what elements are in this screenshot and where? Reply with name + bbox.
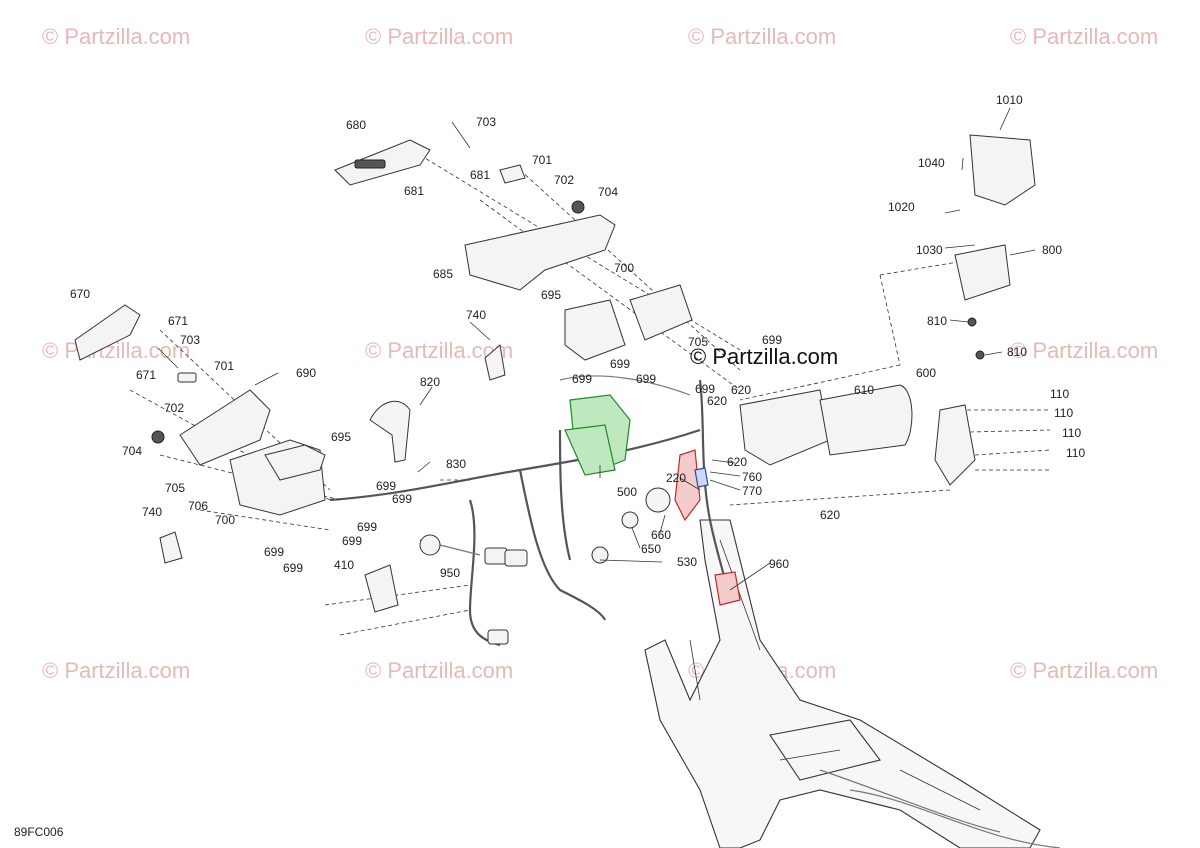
callout-699: 699 bbox=[357, 520, 377, 534]
callout-770: 770 bbox=[742, 484, 762, 498]
callout-681: 681 bbox=[470, 168, 490, 182]
callout-660: 660 bbox=[651, 528, 671, 542]
callout-1030: 1030 bbox=[916, 243, 943, 257]
callout-701: 701 bbox=[532, 153, 552, 167]
callout-1010: 1010 bbox=[996, 93, 1023, 107]
callout-699: 699 bbox=[264, 545, 284, 559]
callout-671: 671 bbox=[136, 368, 156, 382]
callout-600: 600 bbox=[916, 366, 936, 380]
callout-110: 110 bbox=[1054, 406, 1073, 420]
callout-685: 685 bbox=[433, 267, 453, 281]
callout-650: 650 bbox=[641, 542, 661, 556]
callout-705: 705 bbox=[165, 481, 185, 495]
callout-530: 530 bbox=[677, 555, 697, 569]
watermark: © Partzilla.com bbox=[1010, 658, 1158, 683]
diagram-code: 89FC006 bbox=[14, 825, 64, 839]
callout-699: 699 bbox=[762, 333, 782, 347]
callout-820: 820 bbox=[420, 375, 440, 389]
callout-110: 110 bbox=[1050, 387, 1069, 401]
callout-800: 800 bbox=[1042, 243, 1062, 257]
callout-740: 740 bbox=[142, 505, 162, 519]
callout-620: 620 bbox=[731, 383, 751, 397]
callout-704: 704 bbox=[122, 444, 142, 458]
callout-220: 220 bbox=[666, 471, 686, 485]
callout-690: 690 bbox=[296, 366, 316, 380]
watermark: © Partzilla.com bbox=[1010, 24, 1158, 49]
callout-695: 695 bbox=[541, 288, 561, 302]
callout-699: 699 bbox=[636, 372, 656, 386]
callout-960: 960 bbox=[769, 557, 789, 571]
center-watermark: © Partzilla.com bbox=[690, 344, 838, 369]
callout-810: 810 bbox=[927, 314, 947, 328]
callout-110: 110 bbox=[1066, 446, 1085, 460]
callout-110: 110 bbox=[1062, 426, 1081, 440]
callout-labels: 1010 1040 1020 1030 800 810 810 680 681 … bbox=[70, 93, 1085, 580]
callout-950: 950 bbox=[440, 566, 460, 580]
vehicle-frame bbox=[644, 519, 1061, 848]
callout-671: 671 bbox=[168, 314, 188, 328]
callout-699: 699 bbox=[376, 479, 396, 493]
callout-670: 670 bbox=[70, 287, 90, 301]
watermark: © Partzilla.com bbox=[365, 658, 513, 683]
callout-704: 704 bbox=[598, 185, 618, 199]
highlighted-parts bbox=[564, 394, 741, 606]
callout-699: 699 bbox=[695, 382, 715, 396]
callout-740: 740 bbox=[466, 308, 486, 322]
callout-695: 695 bbox=[331, 430, 351, 444]
callout-703: 703 bbox=[180, 333, 200, 347]
callout-703: 703 bbox=[476, 115, 496, 129]
callout-700: 700 bbox=[614, 261, 634, 275]
callout-leaders bbox=[254, 107, 1036, 591]
callout-810: 810 bbox=[1007, 345, 1027, 359]
callout-620: 620 bbox=[707, 394, 727, 408]
callout-699: 699 bbox=[342, 534, 362, 548]
callout-1040: 1040 bbox=[918, 156, 945, 170]
callout-699: 699 bbox=[610, 357, 630, 371]
callout-620: 620 bbox=[820, 508, 840, 522]
watermark: © Partzilla.com bbox=[42, 24, 190, 49]
callout-699: 699 bbox=[572, 372, 592, 386]
callout-500: 500 bbox=[617, 485, 637, 499]
callout-702: 702 bbox=[164, 401, 184, 415]
callout-830: 830 bbox=[446, 457, 466, 471]
callout-700: 700 bbox=[215, 513, 235, 527]
watermark: © Partzilla.com bbox=[42, 658, 190, 683]
callout-620: 620 bbox=[727, 455, 747, 469]
callout-1020: 1020 bbox=[888, 200, 915, 214]
callout-701: 701 bbox=[214, 359, 234, 373]
upper-components bbox=[334, 121, 693, 381]
callout-410: 410 bbox=[334, 558, 354, 572]
callout-699: 699 bbox=[392, 492, 412, 506]
wiring-harness bbox=[329, 375, 727, 647]
callout-699: 699 bbox=[283, 561, 303, 575]
callout-680: 680 bbox=[346, 118, 366, 132]
watermark: © Partzilla.com bbox=[688, 24, 836, 49]
callout-760: 760 bbox=[742, 470, 762, 484]
watermark: © Partzilla.com bbox=[1010, 338, 1158, 363]
callout-610: 610 bbox=[854, 383, 874, 397]
watermark: © Partzilla.com bbox=[365, 24, 513, 49]
right-components bbox=[739, 134, 1036, 486]
callout-702: 702 bbox=[554, 173, 574, 187]
callout-681: 681 bbox=[404, 184, 424, 198]
callout-706: 706 bbox=[188, 499, 208, 513]
left-components bbox=[74, 304, 441, 613]
callout-705: 705 bbox=[688, 335, 708, 349]
